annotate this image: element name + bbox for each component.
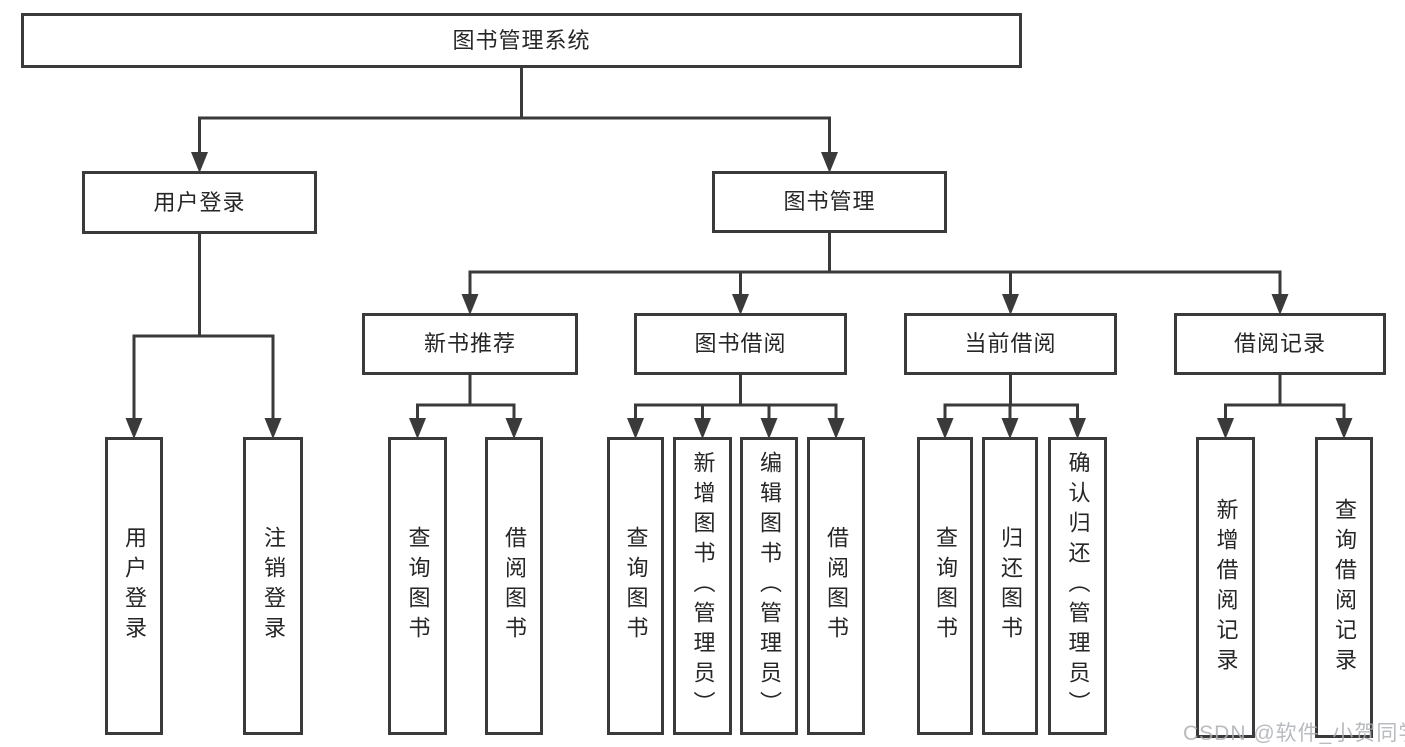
node-leaf-query-borrow-rec: 查询借阅记录: [1315, 437, 1373, 738]
node-label: 查询图书: [933, 526, 958, 646]
arrowhead-icon: [827, 418, 845, 439]
node-label: 归还图书: [998, 526, 1023, 646]
node-label: 借阅记录: [1233, 331, 1326, 356]
node-label: 查询图书: [623, 526, 649, 646]
arrowhead-icon: [936, 418, 954, 439]
arrowhead-icon: [505, 418, 523, 439]
watermark: CSDN @软件_小贺同学: [1183, 722, 1405, 745]
node-label: 确认归还（管理员）: [1065, 451, 1091, 721]
arrowhead-icon: [1002, 294, 1019, 315]
node-leaf-borrow-book-rec: 借阅图书: [485, 437, 543, 735]
node-leaf-add-book-admin: 新增图书（管理员）: [673, 437, 732, 735]
node-leaf-query-book-bor: 查询图书: [607, 437, 664, 735]
arrowhead-icon: [760, 418, 778, 439]
node-leaf-edit-book-admin: 编辑图书（管理员）: [740, 437, 798, 735]
node-label: 图书管理: [783, 189, 876, 214]
node-leaf-confirm-return: 确认归还（管理员）: [1048, 437, 1107, 735]
arrowhead-icon: [191, 152, 208, 173]
node-book-borrow: 图书借阅: [634, 313, 847, 375]
node-leaf-query-book-cur: 查询图书: [917, 437, 973, 735]
node-label: 借阅图书: [502, 526, 527, 646]
arrowhead-icon: [1001, 418, 1019, 439]
node-book-mgmt: 图书管理: [712, 171, 947, 233]
node-leaf-logout-login: 注销登录: [243, 437, 303, 735]
node-label: 图书借阅: [694, 331, 787, 356]
arrowhead-icon: [125, 418, 143, 439]
node-label: 图书管理系统: [452, 27, 591, 53]
node-label: 新书推荐: [423, 331, 516, 356]
arrowhead-icon: [461, 294, 479, 315]
node-root: 图书管理系统: [21, 13, 1022, 68]
node-label: 用户登录: [122, 526, 147, 646]
node-leaf-borrow-book-bor: 借阅图书: [807, 437, 865, 735]
node-label: 注销登录: [261, 526, 286, 646]
node-label: 新增借阅记录: [1213, 497, 1239, 678]
node-label: 新增图书（管理员）: [690, 451, 716, 721]
node-label: 编辑图书（管理员）: [757, 451, 782, 721]
arrowhead-icon: [1271, 294, 1289, 315]
arrowhead-icon: [264, 418, 282, 439]
node-leaf-add-borrow-rec: 新增借阅记录: [1196, 437, 1255, 738]
node-current-borrow: 当前借阅: [904, 313, 1117, 375]
node-label: 当前借阅: [964, 331, 1057, 356]
arrowhead-icon: [694, 418, 711, 439]
arrowhead-icon: [821, 152, 838, 173]
arrowhead-icon: [627, 418, 644, 439]
node-label: 借阅图书: [824, 526, 849, 646]
node-borrow-records: 借阅记录: [1174, 313, 1386, 375]
node-label: 用户登录: [153, 189, 246, 215]
node-label: 查询图书: [405, 526, 431, 646]
arrowhead-icon: [409, 418, 426, 439]
node-new-book-rec: 新书推荐: [362, 313, 578, 375]
node-leaf-user-login: 用户登录: [105, 437, 163, 735]
node-user-login: 用户登录: [82, 171, 317, 234]
arrowhead-icon: [1069, 418, 1086, 439]
node-leaf-return-book: 归还图书: [982, 437, 1038, 735]
arrowhead-icon: [1335, 418, 1353, 439]
arrowhead-icon: [732, 294, 749, 315]
node-label: 查询借阅记录: [1332, 497, 1357, 678]
arrowhead-icon: [1217, 418, 1234, 439]
node-leaf-query-book-rec: 查询图书: [388, 437, 447, 735]
